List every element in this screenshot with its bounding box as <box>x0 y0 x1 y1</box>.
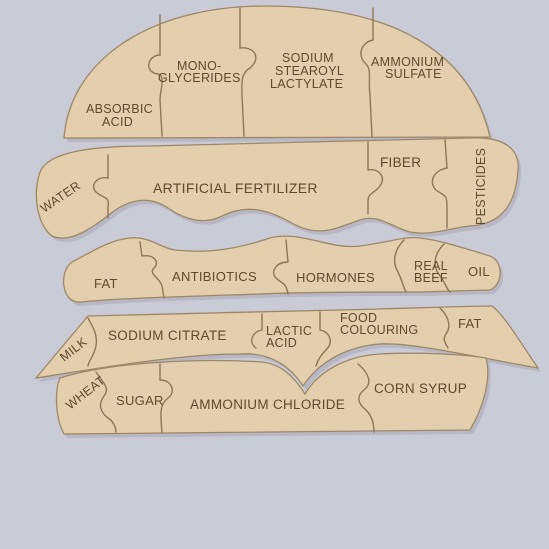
label-ammonium-sulfate-line2: SULFATE <box>385 67 442 81</box>
label-sodium-citrate: SODIUM CITRATE <box>108 328 227 343</box>
patty-piece <box>62 235 501 303</box>
patty-cut-2 <box>272 239 289 295</box>
lettuce-cut-1 <box>92 154 110 219</box>
label-monoglycerides-line2: GLYCERIDES <box>158 71 241 85</box>
bottom-bun-piece <box>55 352 489 435</box>
label-sodium-stearoyl-lactylate-line3: LACTYLATE <box>270 77 343 91</box>
label-pesticides: PESTICIDES <box>474 148 488 225</box>
label-real-beef-line2: BEEF <box>414 271 448 285</box>
label-oil: OIL <box>468 264 490 279</box>
cheese-cut-4 <box>439 307 450 349</box>
label-patty-fat: FAT <box>94 276 118 291</box>
label-hormones: HORMONES <box>296 270 375 285</box>
lettuce-piece <box>35 137 519 239</box>
lettuce-cut-3 <box>431 139 448 229</box>
bottom-bun-layer: WHEAT SUGAR AMMONIUM CHLORIDE CORN SYRUP <box>55 352 491 438</box>
label-sodium-stearoyl-lactylate-line2: STEAROYL <box>275 64 344 78</box>
top-bun-piece <box>63 5 491 139</box>
patty-cut-1 <box>139 241 165 299</box>
label-food-colouring-line2: COLOURING <box>340 323 418 337</box>
top-bun-cut-2 <box>239 7 257 137</box>
label-real-beef-line1: REAL <box>414 259 448 273</box>
label-sugar: SUGAR <box>116 393 164 408</box>
top-bun-cut-1 <box>148 14 163 137</box>
cheese-cut-2 <box>251 313 263 349</box>
label-artificial-fertilizer: ARTIFICIAL FERTILIZER <box>153 180 318 196</box>
label-absorbic-acid-line2: ACID <box>102 115 133 129</box>
label-lactic-acid-line1: LACTIC <box>266 324 312 338</box>
top-bun-cut-3 <box>360 7 374 138</box>
label-absorbic-acid-line1: ABSORBIC <box>86 102 153 116</box>
label-cheese-fat: FAT <box>458 316 482 331</box>
lettuce-layer: WATER ARTIFICIAL FERTILIZER FIBER PESTIC… <box>35 137 522 243</box>
patty-cut-3 <box>393 239 407 293</box>
bottom-bun-cut-2 <box>159 363 173 433</box>
label-ammonium-sulfate-line1: AMMONIUM <box>371 55 444 69</box>
label-sodium-stearoyl-lactylate-line1: SODIUM <box>282 51 334 65</box>
label-fiber: FIBER <box>380 155 421 170</box>
cheese-layer: MILK SODIUM CITRATE LACTIC ACID FOOD COL… <box>34 305 541 390</box>
bottom-bun-cut-3 <box>357 363 375 433</box>
lettuce-cut-2 <box>367 141 384 215</box>
label-ammonium-chloride: AMMONIUM CHLORIDE <box>190 397 345 412</box>
top-bun-layer: ABSORBIC ACID MONO- GLYCERIDES SODIUM ST… <box>63 5 493 142</box>
patty-layer: FAT ANTIBIOTICS HORMONES REAL BEEF OIL <box>62 235 504 307</box>
cheese-cut-1 <box>87 317 98 367</box>
label-lactic-acid-line2: ACID <box>266 336 297 350</box>
bottom-bun-cut-1 <box>95 371 117 433</box>
label-monoglycerides-line1: MONO- <box>177 59 222 73</box>
cheese-cut-3 <box>315 311 331 367</box>
label-antibiotics: ANTIBIOTICS <box>172 269 257 284</box>
label-corn-syrup: CORN SYRUP <box>374 381 467 396</box>
label-food-colouring-line1: FOOD <box>340 311 377 325</box>
patty-cut-4 <box>434 243 451 293</box>
